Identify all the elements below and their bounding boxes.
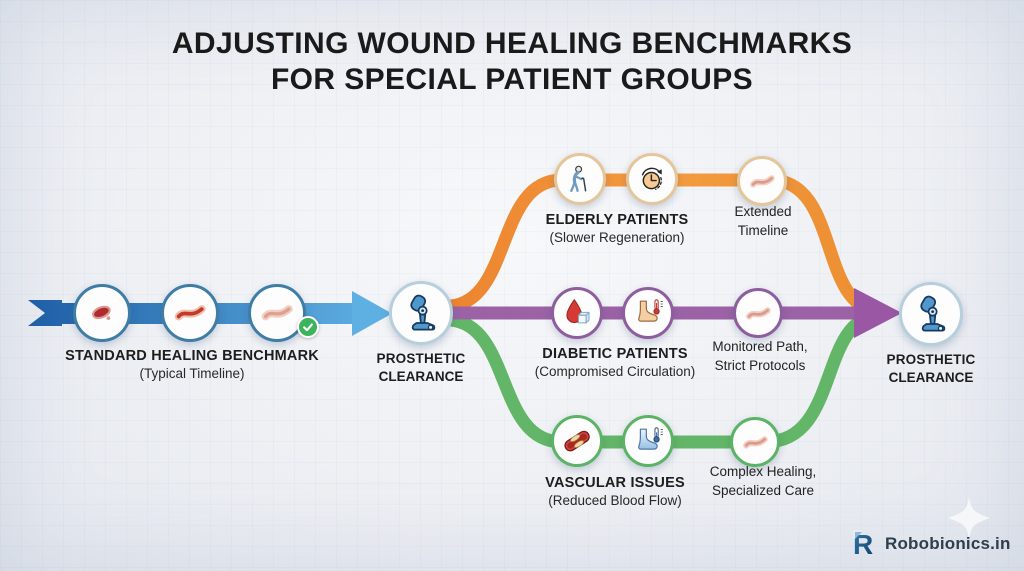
scar-icon <box>749 174 775 188</box>
healing-wound-node <box>161 284 219 342</box>
clearance-right-line1: PROSTHETIC <box>886 352 976 367</box>
cold-foot-node <box>622 415 674 467</box>
vascular-label-text: VASCULAR ISSUES <box>545 475 685 491</box>
fresh-wound-icon <box>91 305 111 320</box>
prosthetic-clearance-right-node <box>899 282 963 346</box>
standard-benchmark-label: STANDARD HEALING BENCHMARK (Typical Time… <box>65 348 319 381</box>
diabetic-outcome-label: Monitored Path, Strict Protocols <box>712 338 807 375</box>
blood-sugar-icon <box>566 298 590 324</box>
elderly-label: ELDERLY PATIENTS (Slower Regeneration) <box>546 212 689 245</box>
title-line1: ADJUSTING WOUND HEALING BENCHMARKS <box>171 27 853 60</box>
healed-scar-node <box>248 284 306 342</box>
scar-icon <box>745 306 771 320</box>
prosthetic-clearance-left-label: PROSTHETIC CLEARANCE <box>376 350 465 386</box>
branding-text: Robobionics.in <box>885 534 1011 553</box>
prosthetic-clearance-left-node <box>389 281 453 345</box>
elderly-label-text: ELDERLY PATIENTS <box>545 212 689 228</box>
vascular-sublabel-text: (Reduced Blood Flow) <box>548 493 682 508</box>
arrow-head-blue <box>352 291 392 336</box>
warm-foot-node <box>622 287 674 339</box>
extended-clock-icon <box>641 167 662 190</box>
clearance-right-line2: CLEARANCE <box>888 370 974 386</box>
vascular-outcome-scar-node <box>730 417 780 467</box>
healing-wound-icon <box>174 304 206 321</box>
arrow-head-purple <box>854 288 902 338</box>
prosthetic-leg-icon <box>920 295 945 332</box>
robobionics-logo-icon: R <box>853 529 873 559</box>
page-title: ADJUSTING WOUND HEALING BENCHMARKS FOR S… <box>0 26 1024 98</box>
elderly-outcome-scar-node <box>737 156 787 206</box>
vascular-outcome-label: Complex Healing, Specialized Care <box>710 463 817 500</box>
healed-scar-icon <box>261 304 293 321</box>
diabetic-label-text: DIABETIC PATIENTS <box>542 346 688 362</box>
elderly-sublabel-text: (Slower Regeneration) <box>549 230 685 245</box>
diabetic-outcome-scar-node <box>733 288 783 338</box>
standard-sublabel-text: (Typical Timeline) <box>139 366 245 381</box>
clearance-left-line2: CLEARANCE <box>378 369 464 385</box>
prosthetic-clearance-right-label: PROSTHETIC CLEARANCE <box>886 351 975 387</box>
vascular-outcome-line1: Complex Healing, <box>709 464 817 479</box>
blocked-artery-icon <box>564 430 590 452</box>
svg-text:R: R <box>853 529 873 559</box>
diabetic-outcome-line2: Strict Protocols <box>714 357 806 373</box>
fresh-wound-node <box>73 284 131 342</box>
elderly-outcome-label: Extended Timeline <box>734 203 791 240</box>
prosthetic-leg-icon <box>410 294 435 331</box>
extended-clock-node <box>626 153 678 205</box>
cold-foot-icon <box>638 427 663 450</box>
vascular-label: VASCULAR ISSUES (Reduced Blood Flow) <box>545 475 685 508</box>
blood-sugar-node <box>551 287 603 339</box>
sparkle-icon <box>948 497 990 539</box>
check-icon <box>303 323 313 332</box>
diabetic-sublabel-text: (Compromised Circulation) <box>534 364 696 379</box>
diabetic-label: DIABETIC PATIENTS (Compromised Circulati… <box>535 346 696 379</box>
scar-icon <box>742 435 768 449</box>
standard-label-text: STANDARD HEALING BENCHMARK <box>65 348 319 364</box>
check-badge <box>297 316 319 338</box>
diabetic-outcome-line1: Monitored Path, <box>712 339 808 354</box>
elderly-outcome-line1: Extended <box>734 204 792 219</box>
warm-foot-icon <box>638 299 663 322</box>
clearance-left-line1: PROSTHETIC <box>376 351 466 366</box>
title-line2: FOR SPECIAL PATIENT GROUPS <box>270 63 754 96</box>
elderly-outcome-line2: Timeline <box>737 222 789 238</box>
elderly-patient-node <box>554 153 606 205</box>
blocked-artery-node <box>551 415 603 467</box>
vascular-outcome-line2: Specialized Care <box>711 482 815 498</box>
branding: R Robobionics.in <box>852 529 1011 559</box>
elderly-person-icon <box>570 165 587 192</box>
